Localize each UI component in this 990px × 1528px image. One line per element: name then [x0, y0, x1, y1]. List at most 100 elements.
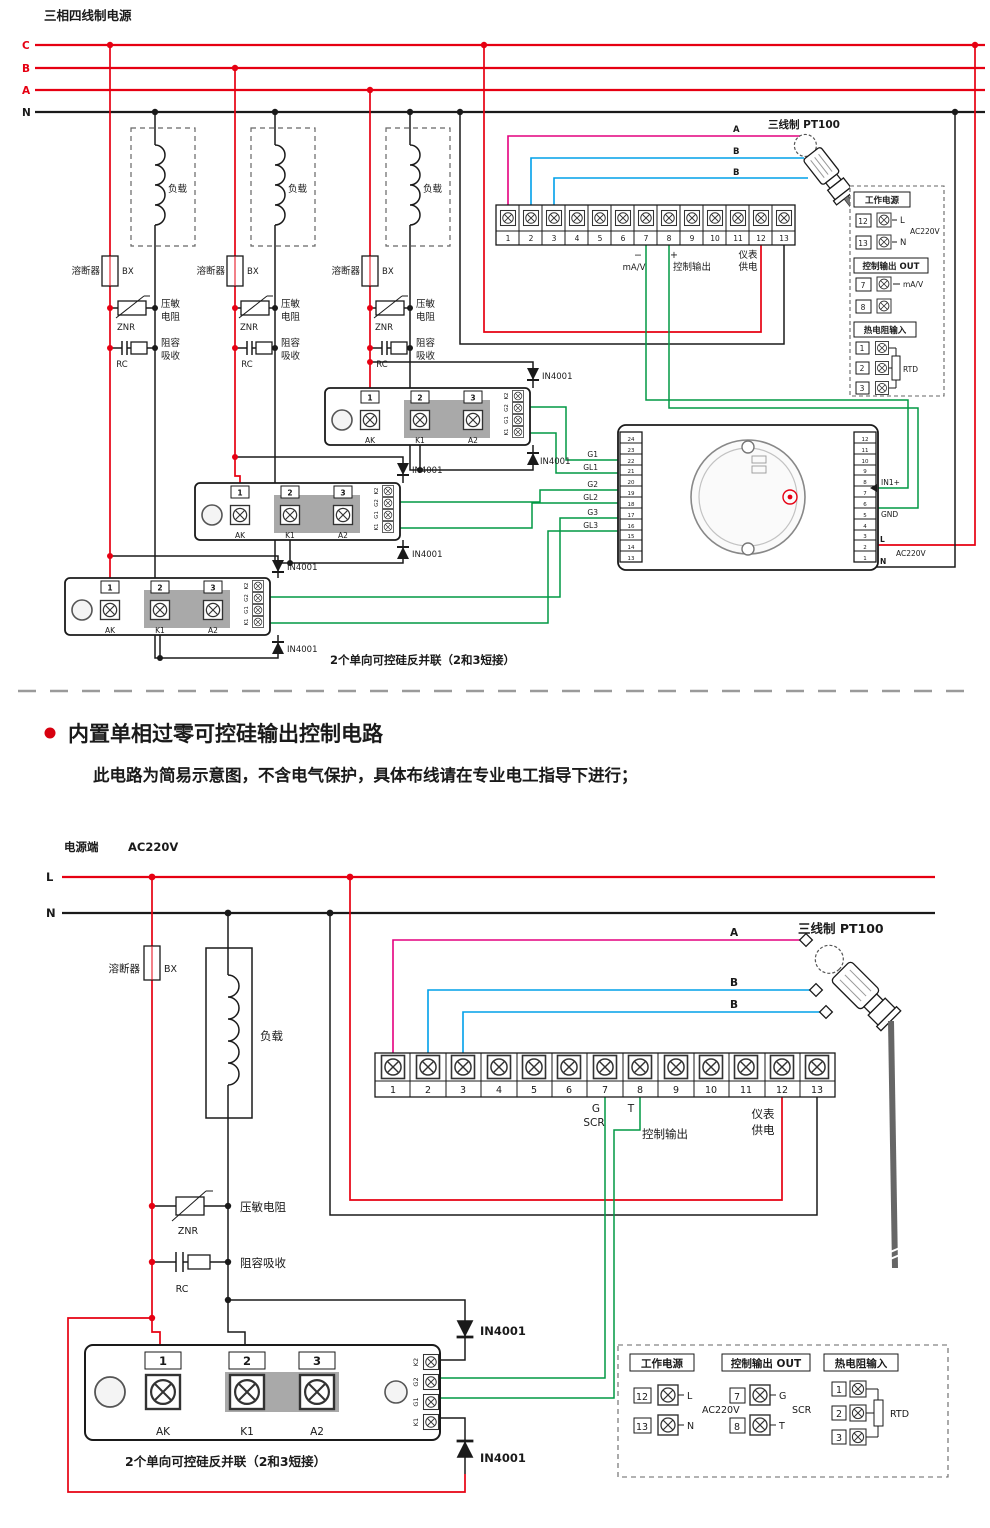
strip-number: 7: [863, 491, 867, 497]
panel-8: 8: [734, 1422, 740, 1433]
screw-terminal: [359, 409, 381, 431]
screw-terminal: [749, 1384, 771, 1406]
terminal-2-number: 2: [243, 1354, 251, 1368]
fuse-label: 溶断器: [71, 265, 100, 277]
screw-terminal: [875, 361, 889, 375]
gate-terminal: [512, 402, 524, 414]
rc-snubber-3: RC 阻容 吸收: [370, 337, 436, 370]
l-label: L: [46, 870, 54, 884]
terminal-number: 3: [460, 1085, 466, 1096]
gate-k1-label: K1: [504, 428, 510, 435]
terminal-number: 10: [705, 1085, 717, 1096]
gate-k1-label: K1: [374, 523, 380, 530]
strip-number: 22: [628, 459, 635, 465]
panel-7: 7: [861, 281, 866, 290]
fuse-type-label: BX: [382, 267, 394, 277]
screw-terminal: [499, 209, 517, 227]
panel-mav: mA/V: [903, 280, 924, 289]
wire-b1-label: B: [733, 147, 739, 157]
strip-number: 24: [628, 437, 635, 443]
trigger-power-wires: [876, 45, 976, 568]
gate-terminal: [382, 509, 394, 521]
fuse-1: 溶断器 BX: [71, 255, 134, 287]
top-note: 2个单向可控硅反并联（2和3短接）: [330, 653, 515, 667]
varistor-2: ZNR 压敏 电阻: [235, 295, 301, 333]
screw-terminal: [876, 234, 892, 250]
terminal-k1-label: K1: [415, 436, 425, 445]
screw-terminal: [279, 504, 301, 526]
strip-number: 21: [628, 469, 635, 475]
terminal-number: 2: [529, 234, 534, 243]
terminal-number: 13: [779, 234, 789, 243]
screw-terminal: [149, 599, 171, 621]
screw-terminal: [614, 209, 632, 227]
screw-terminal: [592, 1054, 618, 1080]
heading-text: 内置单相过零可控硅输出控制电路: [68, 722, 384, 746]
ac220v-label: AC220V: [896, 549, 927, 558]
panel-n: N: [687, 1421, 694, 1432]
l-label: L: [880, 535, 885, 544]
out-title: 控制输出 OUT: [863, 261, 920, 272]
panel-l: L: [900, 216, 905, 226]
screw-hole: [741, 542, 755, 556]
marking: [751, 455, 767, 464]
diode-label: IN4001: [542, 372, 573, 382]
terminal-ak-label: AK: [105, 626, 116, 635]
terminal-number: 12: [776, 1085, 788, 1096]
panel-g: G: [779, 1391, 786, 1402]
diode-label: IN4001: [412, 466, 443, 476]
rc-label: RC: [116, 360, 127, 370]
gate-k1-label: K1: [244, 618, 250, 625]
meter-supply-label-1: 仪表: [738, 249, 758, 261]
terminal-number: 8: [637, 1085, 643, 1096]
three-phase-section: 负载 负载 负载 溶断器 BX 溶断器 BX 溶断器 BX ZNR 压敏 电阻: [22, 8, 985, 667]
meter-supply-wires: [329, 877, 818, 1216]
terminal-a2-label: A2: [310, 1426, 324, 1438]
scr-module-1: 1 2 3 AK K1 A2 K2 G2 G1 K1: [324, 387, 531, 446]
varistor-label-2: 电阻: [281, 311, 301, 323]
terminal-number: 12: [756, 234, 766, 243]
panel-7: 7: [734, 1392, 740, 1403]
trigger-controller: 24 23 22 21 20 19 18 17 16 15 14 13 12 1…: [583, 424, 927, 571]
bullet-icon: [44, 727, 56, 739]
screw-terminal: [229, 504, 251, 526]
screw-hole: [741, 440, 755, 454]
panel-r1: 1: [836, 1385, 842, 1396]
gate-terminal: [422, 1393, 440, 1411]
plus-label: +: [670, 250, 678, 261]
strip-number: 23: [628, 448, 635, 454]
screw-terminal: [99, 599, 121, 621]
gate-terminal: [252, 592, 264, 604]
g2-label: G2: [587, 480, 598, 489]
panel-t: T: [778, 1421, 785, 1432]
strip-number: 5: [863, 513, 867, 519]
screw-terminal: [663, 1054, 689, 1080]
panel-r3: 3: [860, 384, 865, 393]
power-title: 工作电源: [641, 1357, 683, 1370]
strip-number: 11: [862, 448, 869, 454]
fuse: 溶断器 BX: [109, 945, 178, 981]
screw-terminal: [849, 1380, 867, 1398]
legend-panel-top: 工作电源 12 L 13 N AC220V 控制输出 OUT 7 mA/V 8 …: [849, 185, 945, 397]
screw-terminal: [769, 1054, 795, 1080]
terminal-block-top: 1 2 3 4 5 6 7 8 9 10 11 12 13 − + mA/V 控…: [495, 204, 796, 273]
panel-l: L: [687, 1391, 693, 1402]
rtd-title: 热电阻输入: [835, 1357, 888, 1370]
varistor-3: ZNR 压敏 电阻: [370, 295, 436, 333]
gate-terminal: [512, 426, 524, 438]
strip-number: 1: [863, 556, 867, 562]
strip-number: 17: [628, 513, 635, 519]
phase-drop: [67, 877, 466, 1493]
screw-terminal: [733, 1054, 759, 1080]
rc-label: RC: [176, 1284, 189, 1295]
screw-terminal: [637, 209, 655, 227]
gnd-label: GND: [881, 510, 898, 519]
gate-g1-label: G1: [412, 1397, 420, 1406]
panel-13: 13: [858, 239, 868, 248]
screw-terminal: [462, 409, 484, 431]
phase-b-label: B: [22, 63, 30, 75]
rc-name-2: 吸收: [281, 350, 301, 362]
control-wires: [439, 1097, 641, 1399]
t-label: T: [627, 1103, 635, 1115]
